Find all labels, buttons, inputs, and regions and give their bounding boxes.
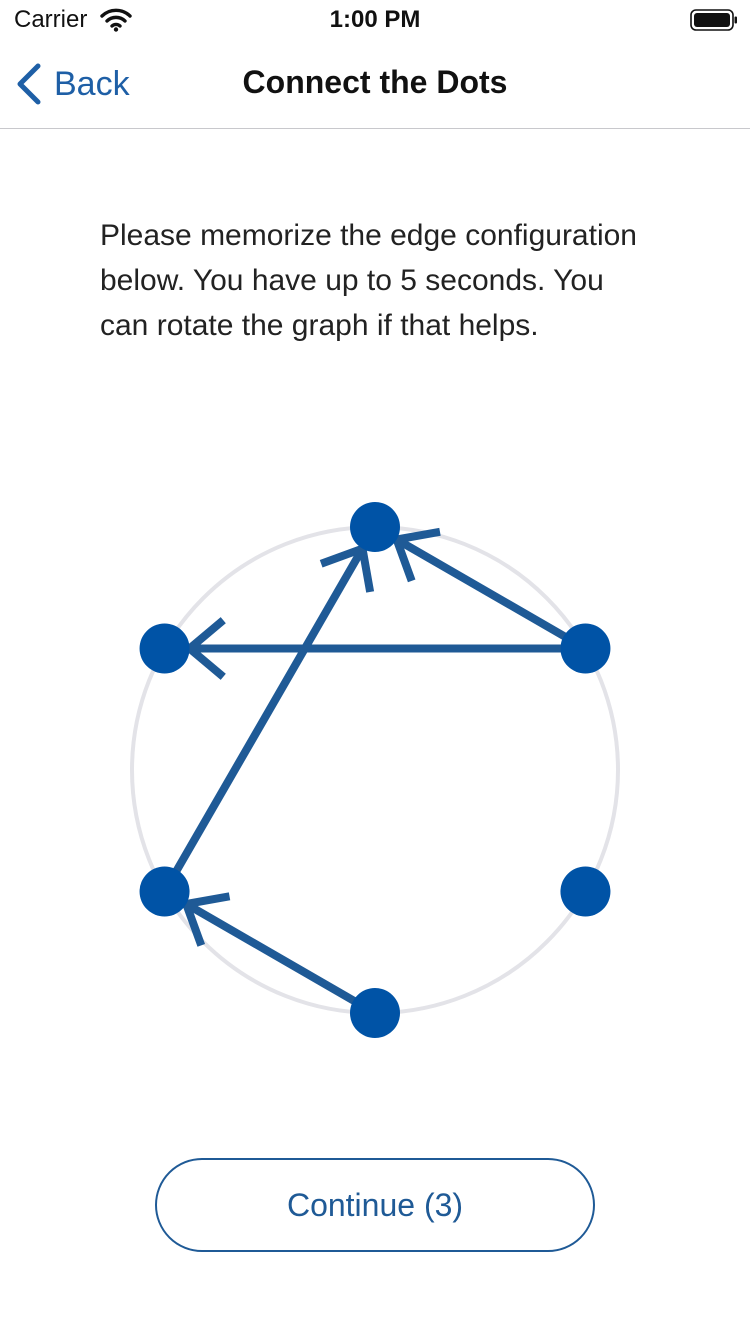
carrier-label: Carrier xyxy=(14,6,88,33)
back-button[interactable]: Back xyxy=(14,60,130,108)
edge-upper-right-to-top xyxy=(394,536,588,652)
graph-node-upper-right[interactable] xyxy=(560,623,611,674)
instructions-text: Please memorize the edge configuration b… xyxy=(100,219,637,342)
page-title: Connect the Dots xyxy=(242,64,508,100)
arrowhead-top xyxy=(391,527,441,583)
graph-node-bottom[interactable] xyxy=(350,988,400,1038)
chevron-left-icon xyxy=(17,63,41,105)
status-bar: Carrier 1:00 PM xyxy=(0,0,750,40)
graph-node-lower-right[interactable] xyxy=(560,866,611,917)
graph-node-lower-left[interactable] xyxy=(139,866,190,917)
continue-button[interactable]: Continue (3) xyxy=(155,1158,595,1252)
graph-ring xyxy=(130,525,620,1015)
wifi-icon xyxy=(100,8,132,32)
arrowhead-top xyxy=(319,543,375,593)
graph-node-top[interactable] xyxy=(350,502,400,552)
edge-lower-left-to-top xyxy=(161,546,366,894)
navigation-bar: Back Connect the Dots xyxy=(0,40,750,129)
graph-nodes xyxy=(139,502,611,1038)
battery-icon xyxy=(690,9,737,31)
edge-bottom-to-lower-left xyxy=(184,900,378,1017)
clock: 1:00 PM xyxy=(329,6,421,33)
graph-node-upper-left[interactable] xyxy=(139,623,190,674)
arrowhead-upper-left xyxy=(183,617,226,680)
arrowhead-lower-left xyxy=(180,892,231,947)
graph-edges xyxy=(161,527,588,1017)
back-label: Back xyxy=(54,64,130,103)
